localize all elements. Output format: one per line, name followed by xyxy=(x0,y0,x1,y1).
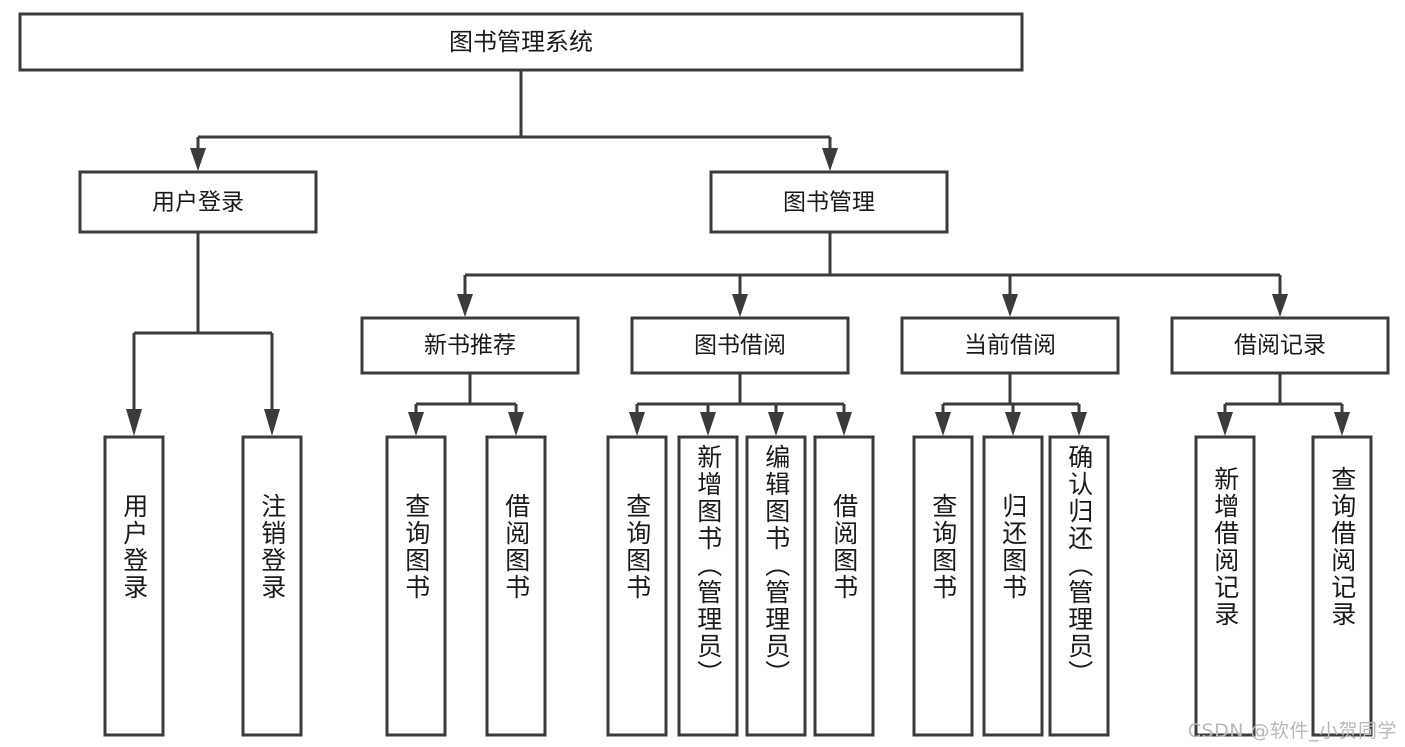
leaf-query-book-1-box[interactable] xyxy=(385,435,447,737)
arrow-head-leaf-confirm-return xyxy=(1071,412,1087,436)
leaf-query-book-2-box[interactable] xyxy=(606,435,668,737)
leaf-add-record-box[interactable] xyxy=(1194,435,1256,737)
node-current-borrow-label: 当前借阅 xyxy=(964,333,1056,359)
arrow-head-leaf-query-book-3 xyxy=(935,412,951,436)
leaf-borrow-book-2-box[interactable] xyxy=(813,435,875,737)
node-book-management[interactable]: 图书管理 xyxy=(709,170,949,234)
arrow-head-leaf-query-book-2 xyxy=(629,412,645,436)
arrow-head-leaf-borrow-book-1 xyxy=(508,412,524,436)
arrow-head-leaf-query-book-1 xyxy=(408,412,424,436)
leaf-add-book-box[interactable] xyxy=(677,435,739,737)
connector-layer xyxy=(126,70,1350,436)
node-user-login-box xyxy=(78,170,318,234)
arrow-head-current-borrow xyxy=(1002,294,1018,317)
arrow-head-leaf-user-login xyxy=(126,409,142,436)
arrow-head-book-borrow xyxy=(732,294,748,317)
leaf-borrow-book-1-box[interactable] xyxy=(485,435,547,737)
node-new-book-recommend-box xyxy=(360,316,580,375)
arrow-head-user-login xyxy=(190,148,206,171)
node-book-borrow[interactable]: 图书借阅 xyxy=(630,316,850,375)
node-book-borrow-box xyxy=(630,316,850,375)
arrow-head-borrow-record xyxy=(1272,294,1288,317)
node-root-box xyxy=(18,12,1024,72)
node-current-borrow[interactable]: 当前借阅 xyxy=(900,316,1120,375)
arrow-head-leaf-add-record xyxy=(1217,412,1233,436)
arrow-head-leaf-edit-book xyxy=(768,412,784,436)
node-borrow-record-label: 借阅记录 xyxy=(1234,333,1326,359)
leaf-edit-book-box[interactable] xyxy=(745,435,807,737)
leaf-query-book-3-box[interactable] xyxy=(912,435,974,737)
node-book-management-label: 图书管理 xyxy=(783,190,875,216)
leaf-confirm-return-box[interactable] xyxy=(1048,435,1110,737)
leaf-user-login-box[interactable] xyxy=(103,435,165,737)
arrow-head-leaf-logout xyxy=(264,409,280,436)
arrow-head-leaf-return-book xyxy=(1005,412,1021,436)
arrow-head-new-book-recommend xyxy=(457,294,473,317)
node-root-label: 图书管理系统 xyxy=(449,28,593,56)
csdn-watermark: CSDN @软件_小贺同学 xyxy=(1187,720,1397,742)
arrow-head-leaf-query-record xyxy=(1334,412,1350,436)
node-new-book-recommend[interactable]: 新书推荐 xyxy=(360,316,580,375)
leaf-box-layer xyxy=(103,435,1373,737)
arrow-head-leaf-borrow-book-2 xyxy=(836,412,852,436)
node-user-login[interactable]: 用户登录 xyxy=(78,170,318,234)
node-borrow-record[interactable]: 借阅记录 xyxy=(1170,316,1390,375)
node-current-borrow-box xyxy=(900,316,1120,375)
node-user-login-label: 用户登录 xyxy=(152,190,244,216)
leaf-return-book-box[interactable] xyxy=(982,435,1044,737)
node-new-book-recommend-label: 新书推荐 xyxy=(424,333,516,359)
leaf-query-record-box[interactable] xyxy=(1311,435,1373,737)
node-book-borrow-label: 图书借阅 xyxy=(694,333,786,359)
arrow-head-book-management xyxy=(822,148,838,171)
node-borrow-record-box xyxy=(1170,316,1390,375)
arrow-head-leaf-add-book xyxy=(700,412,716,436)
leaf-logout-box[interactable] xyxy=(241,435,303,737)
node-book-management-box xyxy=(709,170,949,234)
node-root[interactable]: 图书管理系统 xyxy=(18,12,1024,72)
